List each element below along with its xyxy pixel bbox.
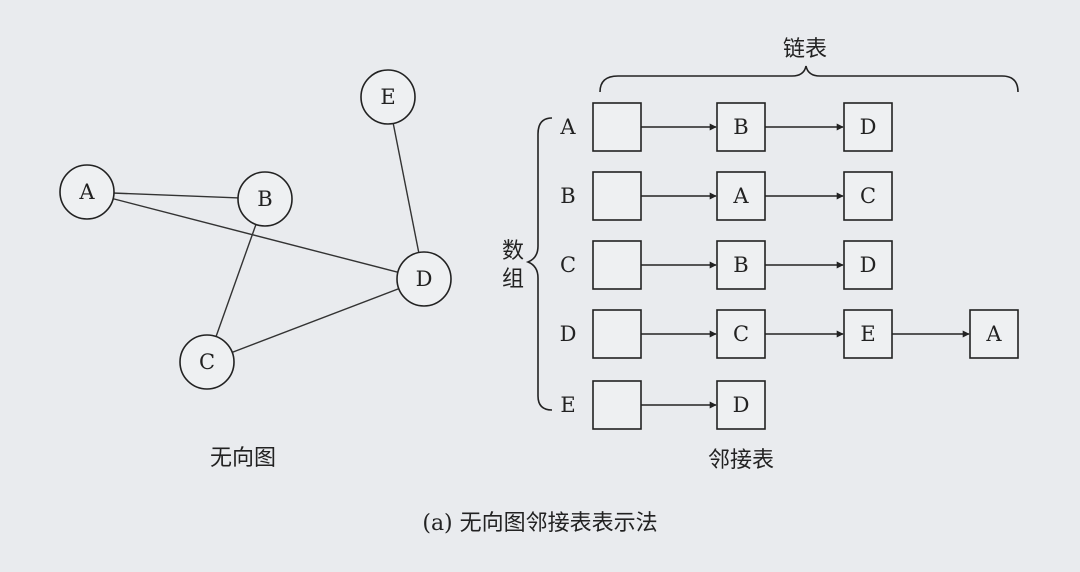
edge-a-b [86, 191, 266, 200]
node-label: A [78, 180, 95, 204]
list-node-label: C [733, 322, 749, 346]
list-node [843, 309, 893, 359]
list-node [716, 309, 766, 359]
list-node [716, 102, 766, 152]
array-label: 数 [502, 239, 524, 264]
array-label-char: 数 [502, 239, 524, 264]
edge-a-d [86, 191, 425, 280]
node-circle [396, 251, 452, 307]
adjacency-caption: 邻接表 [708, 448, 774, 473]
node-label: B [257, 187, 272, 211]
graph-node-e: E [360, 69, 416, 125]
head-cell [592, 240, 642, 290]
graph-edges [86, 96, 425, 363]
graph-node-c: C [179, 334, 235, 390]
row-label: B [560, 184, 575, 208]
list-node-label: B [733, 253, 748, 277]
list-node-label: D [860, 115, 877, 139]
edge-d-e [387, 96, 425, 280]
list-brace [599, 65, 1019, 93]
graph-node-a: A [59, 164, 115, 220]
list-node-label: E [860, 322, 875, 346]
list-node-label: A [732, 184, 749, 208]
list-node-label: D [733, 393, 750, 417]
list-node-label: D [860, 253, 877, 277]
array-brace [525, 117, 553, 411]
array-label-char: 组 [502, 267, 524, 292]
head-cell [592, 380, 642, 430]
row-label: A [559, 115, 576, 139]
row-label: E [560, 393, 575, 417]
list-node [716, 380, 766, 430]
edge-c-d [206, 278, 425, 363]
figure-caption: (a) 无向图邻接表表示法 [422, 511, 657, 536]
list-node-label: A [985, 322, 1002, 346]
graph-nodes: A B C D E [59, 69, 452, 390]
node-circle [59, 164, 115, 220]
list-node [716, 171, 766, 221]
node-circle [179, 334, 235, 390]
list-node [843, 171, 893, 221]
node-label: D [416, 267, 433, 291]
row-label: D [560, 322, 577, 346]
node-circle [237, 171, 293, 227]
edge-b-c [206, 198, 266, 363]
head-cell [592, 171, 642, 221]
row-label: C [560, 253, 576, 277]
head-cell [592, 102, 642, 152]
node-circle [360, 69, 416, 125]
graph-node-b: B [237, 171, 293, 227]
list-node [843, 240, 893, 290]
node-label: E [380, 85, 395, 109]
graph-caption: 无向图 [210, 446, 276, 471]
graph-node-d: D [396, 251, 452, 307]
head-cell [592, 309, 642, 359]
list-label: 链表 [783, 37, 827, 62]
list-node-label: C [860, 184, 876, 208]
array-label: 组 [502, 267, 524, 292]
list-node [716, 240, 766, 290]
list-node [969, 309, 1019, 359]
list-node-label: B [733, 115, 748, 139]
node-label: C [199, 350, 215, 374]
list-node [843, 102, 893, 152]
